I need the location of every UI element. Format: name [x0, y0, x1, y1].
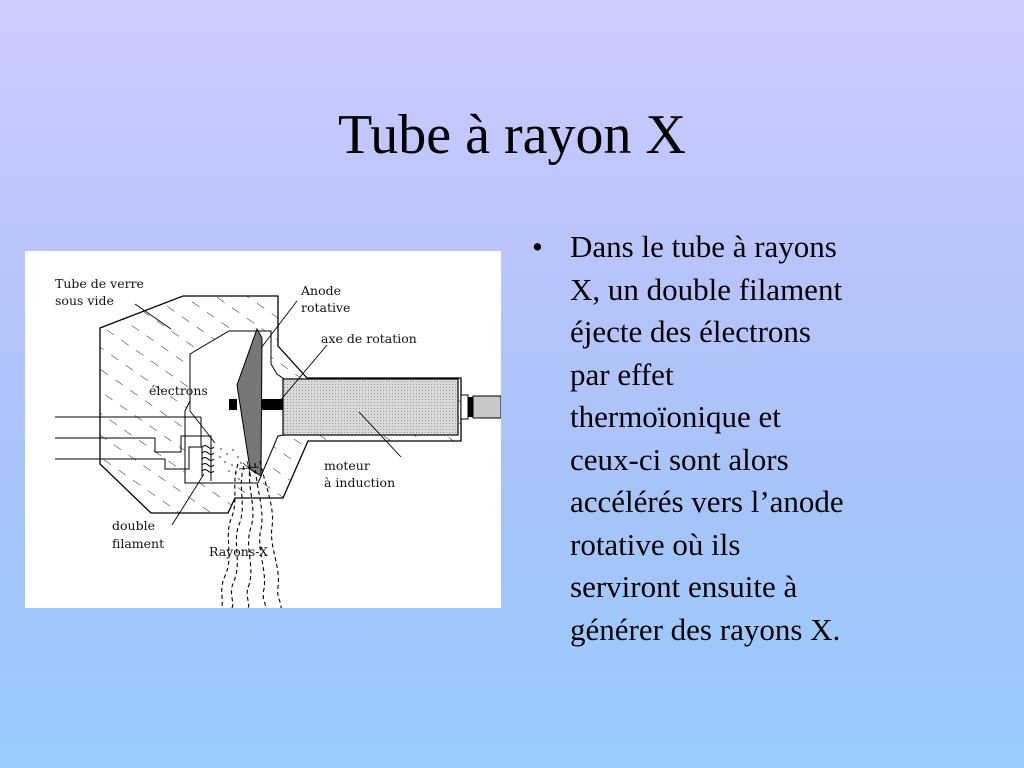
bullet-text: Dans le tube à rayons X, un double filam… — [570, 229, 844, 647]
x-ray-tube-diagram: Tube de verre sous vide Anode rotative a… — [25, 251, 501, 608]
label-electrons: électrons — [149, 383, 208, 398]
x-ray-origin — [238, 460, 260, 478]
label-glass-tube-1: Tube de verre — [55, 276, 144, 291]
label-xrays: Rayons-X — [209, 544, 268, 559]
diagram-svg: Tube de verre sous vide Anode rotative a… — [55, 276, 501, 608]
x-ray-emission — [220, 460, 282, 608]
bullet-marker: • — [532, 229, 543, 264]
label-filament-2: filament — [112, 536, 164, 551]
shaft-left — [229, 399, 237, 410]
label-axis: axe de rotation — [321, 331, 417, 346]
filament-coil — [201, 445, 215, 473]
label-filament-1: double — [112, 518, 155, 533]
cathode-cup — [100, 435, 212, 481]
end-fitting — [460, 394, 469, 420]
induction-motor — [282, 378, 459, 436]
label-anode-2: rotative — [301, 300, 350, 315]
label-glass-tube-2: sous vide — [55, 293, 114, 308]
label-anode-1: Anode — [300, 283, 341, 298]
leader-lines — [134, 300, 402, 526]
end-connector — [472, 395, 501, 419]
electron-beam — [219, 448, 245, 480]
label-motor-1: moteur — [324, 458, 370, 473]
end-fitting-dark — [468, 397, 473, 417]
slide-title: Tube à rayon X — [338, 104, 686, 166]
rotation-shaft — [261, 399, 287, 410]
label-motor-2: à induction — [324, 475, 395, 490]
